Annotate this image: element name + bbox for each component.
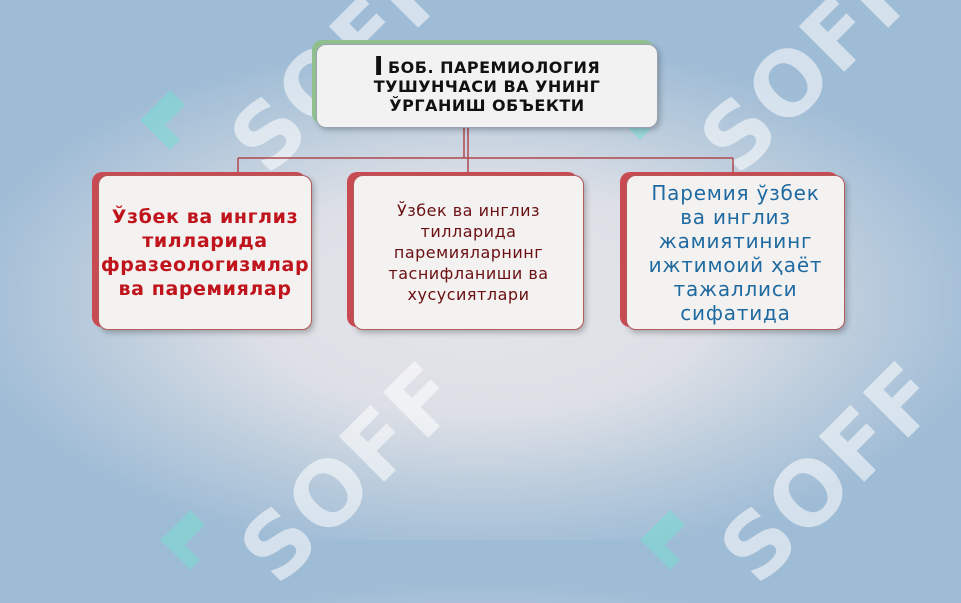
root-number: I <box>373 51 384 82</box>
child-node-2: Ўзбек ва инглиз тилларида паремияларнинг… <box>353 175 584 330</box>
child-node-3: Паремия ўзбек ва инглиз жамиятининг ижти… <box>626 175 845 330</box>
child-node-2-text: Ўзбек ва инглиз тилларида паремияларнинг… <box>388 201 549 304</box>
child-node-1-text: Ўзбек ва инглиз тилларида фразеологизмла… <box>100 205 310 300</box>
child-node-3-text: Паремия ўзбек ва инглиз жамиятининг ижти… <box>648 180 823 325</box>
child-node-1: Ўзбек ва инглиз тилларида фразеологизмла… <box>98 175 312 330</box>
soff-logo-icon <box>140 90 185 150</box>
root-label: БОБ. ПАРЕМИОЛОГИЯ ТУШУНЧАСИ ВА УНИНГ ЎРГ… <box>373 57 601 115</box>
connector-lines <box>237 128 734 175</box>
